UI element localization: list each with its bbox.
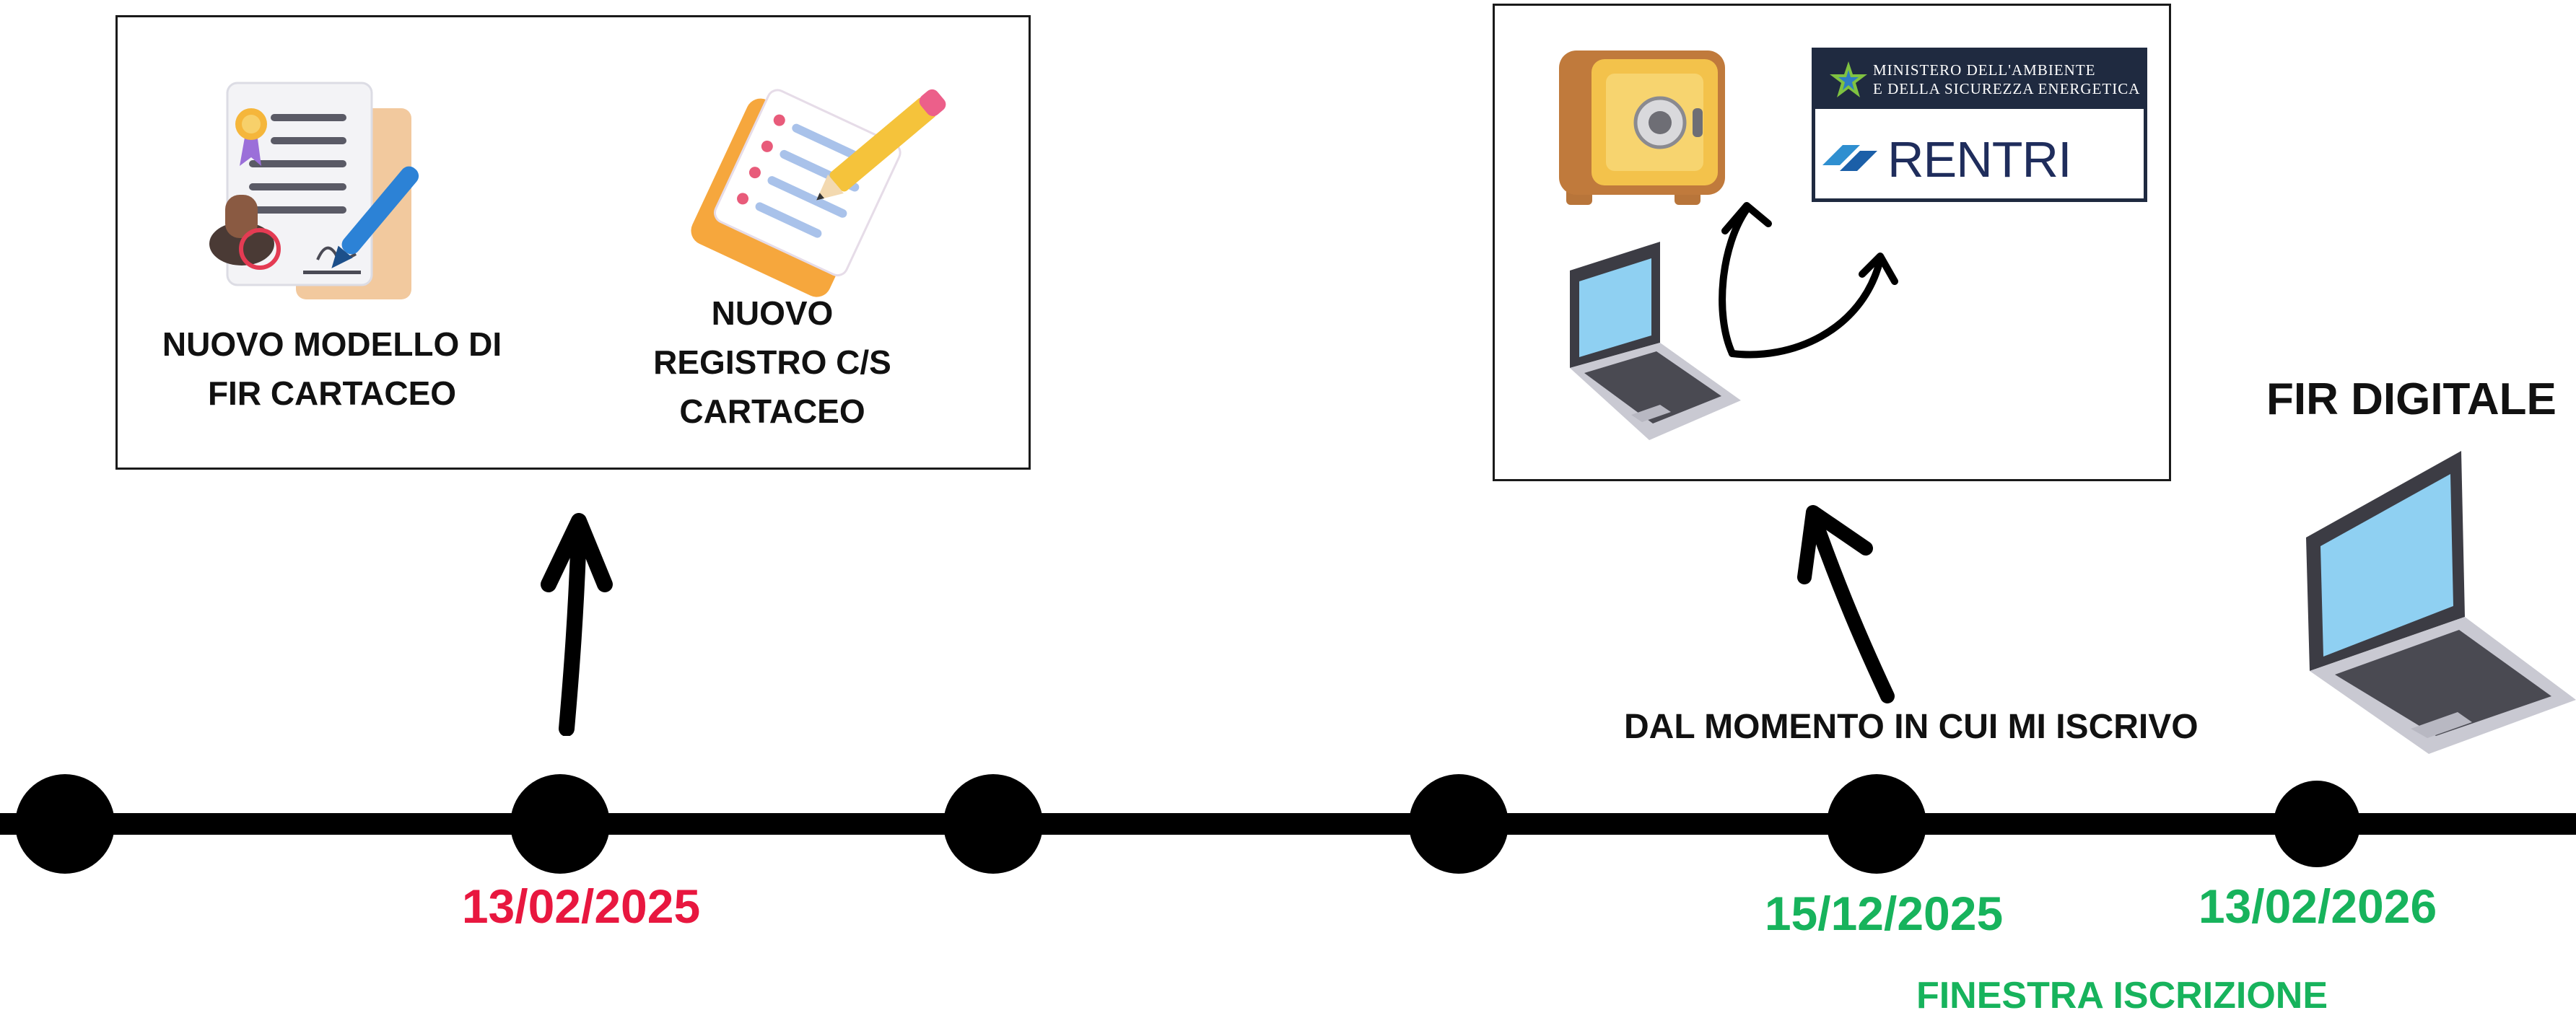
ministry-header bbox=[1815, 51, 2144, 109]
dal-momento-label: DAL MOMENTO IN CUI MI ISCRIVO bbox=[1624, 708, 2199, 746]
timeline-dot-3 bbox=[943, 774, 1043, 874]
timeline-dot-1 bbox=[15, 774, 115, 874]
finestra-iscrizione-label: FINESTRA ISCRIZIONE bbox=[1916, 975, 2328, 1017]
fir-digitale-label: FIR DIGITALE bbox=[2266, 374, 2557, 424]
rentri-logo-box: MINISTERO DELL'AMBIENTE E DELLA SICUREZZ… bbox=[1812, 48, 2147, 202]
checklist-pencil-icon bbox=[691, 89, 946, 297]
ministry-line-2: E DELLA SICUREZZA ENERGETICA bbox=[1873, 80, 2141, 97]
up-arrow-left bbox=[541, 513, 613, 736]
timeline-dot-5 bbox=[1827, 774, 1926, 874]
timeline-dot-6 bbox=[2274, 781, 2360, 867]
date-label-2: 15/12/2025 bbox=[1764, 887, 2004, 940]
rentri-label: RENTRI bbox=[1887, 131, 2072, 188]
timeline-line bbox=[0, 813, 2576, 835]
date-label-3: 13/02/2026 bbox=[2198, 879, 2437, 933]
timeline-dot-4 bbox=[1409, 774, 1509, 874]
caption-nuovo-modello-fir: NUOVO MODELLO DI FIR CARTACEO bbox=[162, 325, 502, 412]
curved-arrows bbox=[1719, 202, 1898, 359]
timeline-dot-2 bbox=[510, 774, 610, 874]
laptop-icon bbox=[1570, 242, 1741, 440]
caption-nuovo-registro: NUOVO REGISTRO C/S CARTACEO bbox=[653, 294, 891, 430]
rentri-logo-mark bbox=[1822, 145, 1877, 171]
date-label-1: 13/02/2025 bbox=[461, 879, 701, 933]
ministry-line-1: MINISTERO DELL'AMBIENTE bbox=[1873, 61, 2096, 79]
ministry-star-logo bbox=[1830, 61, 1867, 97]
up-arrow-right bbox=[1797, 505, 1895, 703]
safe-icon bbox=[1559, 51, 1725, 205]
laptop-icon-fir-digitale bbox=[2306, 451, 2576, 754]
certificate-document-icon bbox=[209, 82, 419, 299]
